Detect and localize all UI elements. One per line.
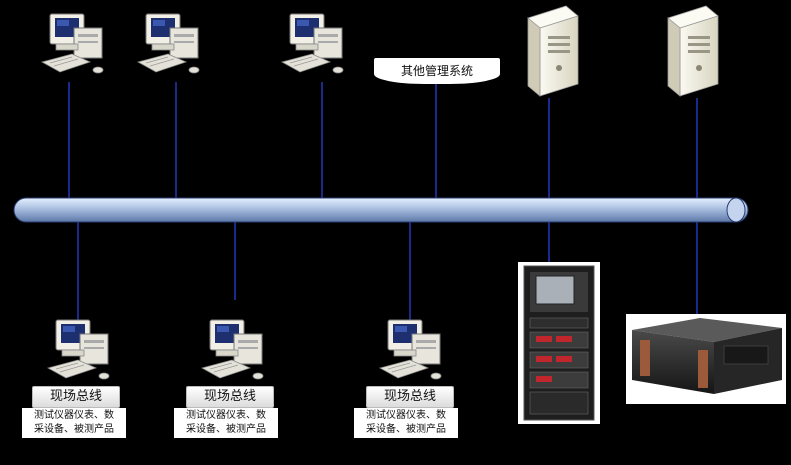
connection-lines — [68, 82, 698, 322]
field-bus-desc-3: 测试仪器仪表、数 采设备、被测产品 — [354, 408, 458, 438]
field-bus-title-2: 现场总线 — [186, 386, 274, 408]
computer-icon-field-2 — [201, 319, 264, 380]
computer-icon-top-3 — [281, 13, 344, 74]
computer-icon-field-1 — [47, 319, 110, 380]
computer-icon-top-1 — [41, 13, 104, 74]
computer-icon-field-3 — [379, 319, 442, 380]
other-management-system-label: 其他管理系统 — [374, 58, 500, 84]
field-bus-desc-2: 测试仪器仪表、数 采设备、被测产品 — [174, 408, 278, 438]
server-icon-2 — [667, 5, 719, 97]
field-bus-title-3: 现场总线 — [366, 386, 454, 408]
network-bus — [13, 197, 749, 223]
instrument-chassis-image — [626, 314, 786, 404]
field-bus-title-1: 现场总线 — [32, 386, 120, 408]
test-cabinet-image — [518, 262, 600, 424]
field-bus-desc-1: 测试仪器仪表、数 采设备、被测产品 — [22, 408, 126, 438]
computer-icon-top-2 — [137, 13, 200, 74]
server-icon-1 — [527, 5, 579, 97]
